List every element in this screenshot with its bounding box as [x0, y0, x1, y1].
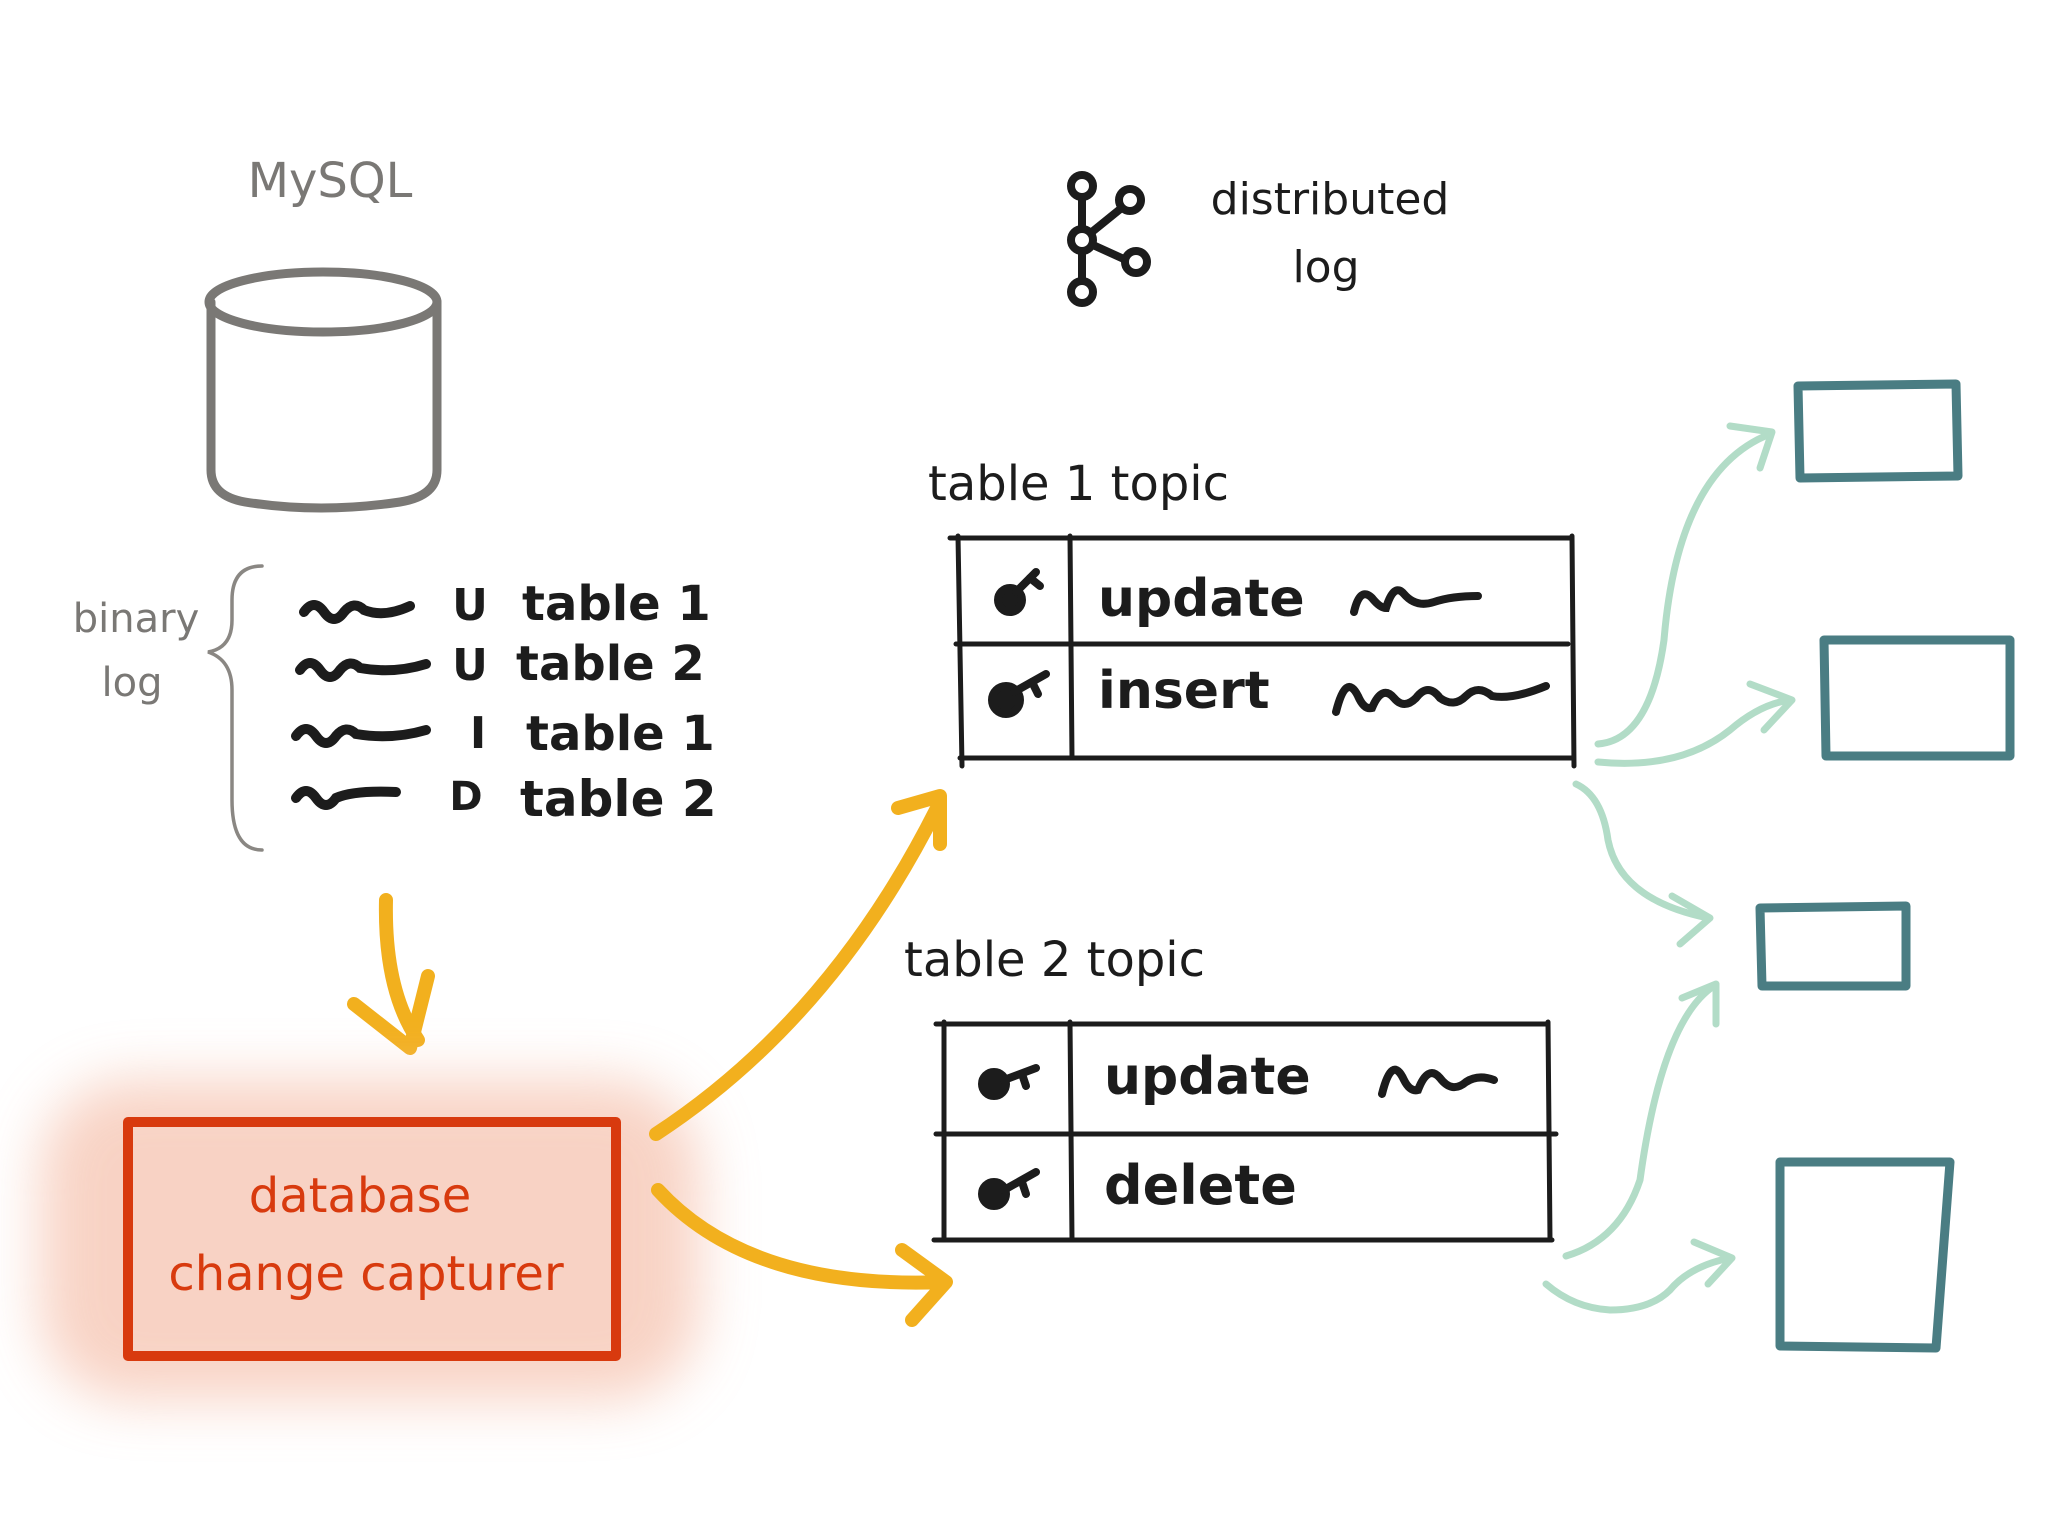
key-icon: [978, 1168, 1040, 1210]
binlog-op-1: U: [452, 580, 488, 631]
arrow-capturer-to-topic1: [649, 803, 943, 1141]
binlog-squiggle-4: [291, 786, 401, 810]
consumer-4: [1775, 1157, 1955, 1353]
topic1-row2-squiggle: [1332, 682, 1550, 716]
mysql-label: MySQL: [248, 153, 413, 209]
topic1-row1-squiggle: [1350, 586, 1482, 616]
consumer-arrows: [1542, 422, 1796, 1314]
arrow-topic1-to-consumer3: [1572, 780, 1712, 922]
arrow-topic2-to-consumer3-head: [1678, 980, 1720, 1028]
binlog-op-4: D: [449, 774, 482, 820]
distributed-log-label-line2: log: [1292, 242, 1359, 293]
key-icon: [978, 1064, 1040, 1100]
arrow-topic1-to-consumer1-head: [1726, 422, 1776, 472]
arrow-binlog-to-capturer-head: [347, 969, 435, 1055]
capturer-label-line2: change capturer: [168, 1246, 564, 1302]
distributed-log-label-line1: distributed: [1211, 174, 1450, 225]
arrow-topic1-to-consumer1: [1594, 430, 1774, 748]
kafka-icon: [1067, 171, 1151, 307]
capturer-glow: [40, 1080, 700, 1400]
topic2-row2-op: delete: [1104, 1154, 1297, 1217]
arrow-topic1-to-consumer2-head: [1746, 680, 1796, 734]
topic2-table: [931, 1019, 1559, 1243]
consumers: [1755, 379, 2015, 1353]
arrow-topic2-to-consumer3: [1562, 982, 1718, 1260]
arrow-topic2-to-consumer4: [1542, 1254, 1734, 1314]
binary-log-label-line1: binary: [73, 596, 199, 642]
binary-log-brace: [207, 564, 264, 852]
consumer-3: [1755, 901, 1911, 991]
consumer-1: [1793, 379, 1963, 483]
binlog-squiggle-1: [299, 600, 415, 624]
binlog-table-1: table 1: [522, 576, 711, 632]
arrow-capturer-to-topic2-head: [895, 1243, 953, 1327]
topic1-table: [947, 533, 1577, 769]
arrow-capturer-to-topic2: [651, 1183, 951, 1290]
binlog-table-4: table 2: [520, 770, 717, 828]
topic2-row1-squiggle: [1378, 1065, 1498, 1098]
binlog-op-2: U: [452, 640, 488, 691]
binlog-squiggle-2: [295, 658, 431, 682]
arrow-capturer-to-topic1-head: [891, 789, 947, 851]
topic2-row1-op: update: [1104, 1047, 1311, 1107]
capturer-label-line1: database: [249, 1168, 472, 1224]
topic1-row2-op: insert: [1098, 661, 1270, 721]
topic1-row1-op: update: [1098, 569, 1305, 629]
binlog-squiggle-3: [291, 724, 431, 748]
arrow-topic1-to-consumer3-head: [1668, 892, 1714, 948]
consumer-2: [1819, 635, 2015, 761]
binlog-table-3: table 1: [526, 706, 715, 762]
arrow-topic1-to-consumer2: [1594, 696, 1794, 767]
binary-log-label-line2: log: [102, 660, 163, 706]
key-icon: [988, 670, 1050, 718]
topic1-title: table 1 topic: [928, 456, 1229, 512]
capturer-box: [123, 1117, 621, 1361]
binlog-table-2: table 2: [516, 636, 705, 692]
arrow-topic2-to-consumer4-head: [1690, 1238, 1736, 1288]
key-icon: [994, 568, 1044, 616]
topic2-title: table 2 topic: [904, 932, 1205, 988]
binlog-entries: U table 1 U table 2 I table 1 D table 2: [291, 576, 717, 828]
binlog-op-3: I: [470, 708, 486, 759]
cylinder-icon: [204, 267, 442, 513]
